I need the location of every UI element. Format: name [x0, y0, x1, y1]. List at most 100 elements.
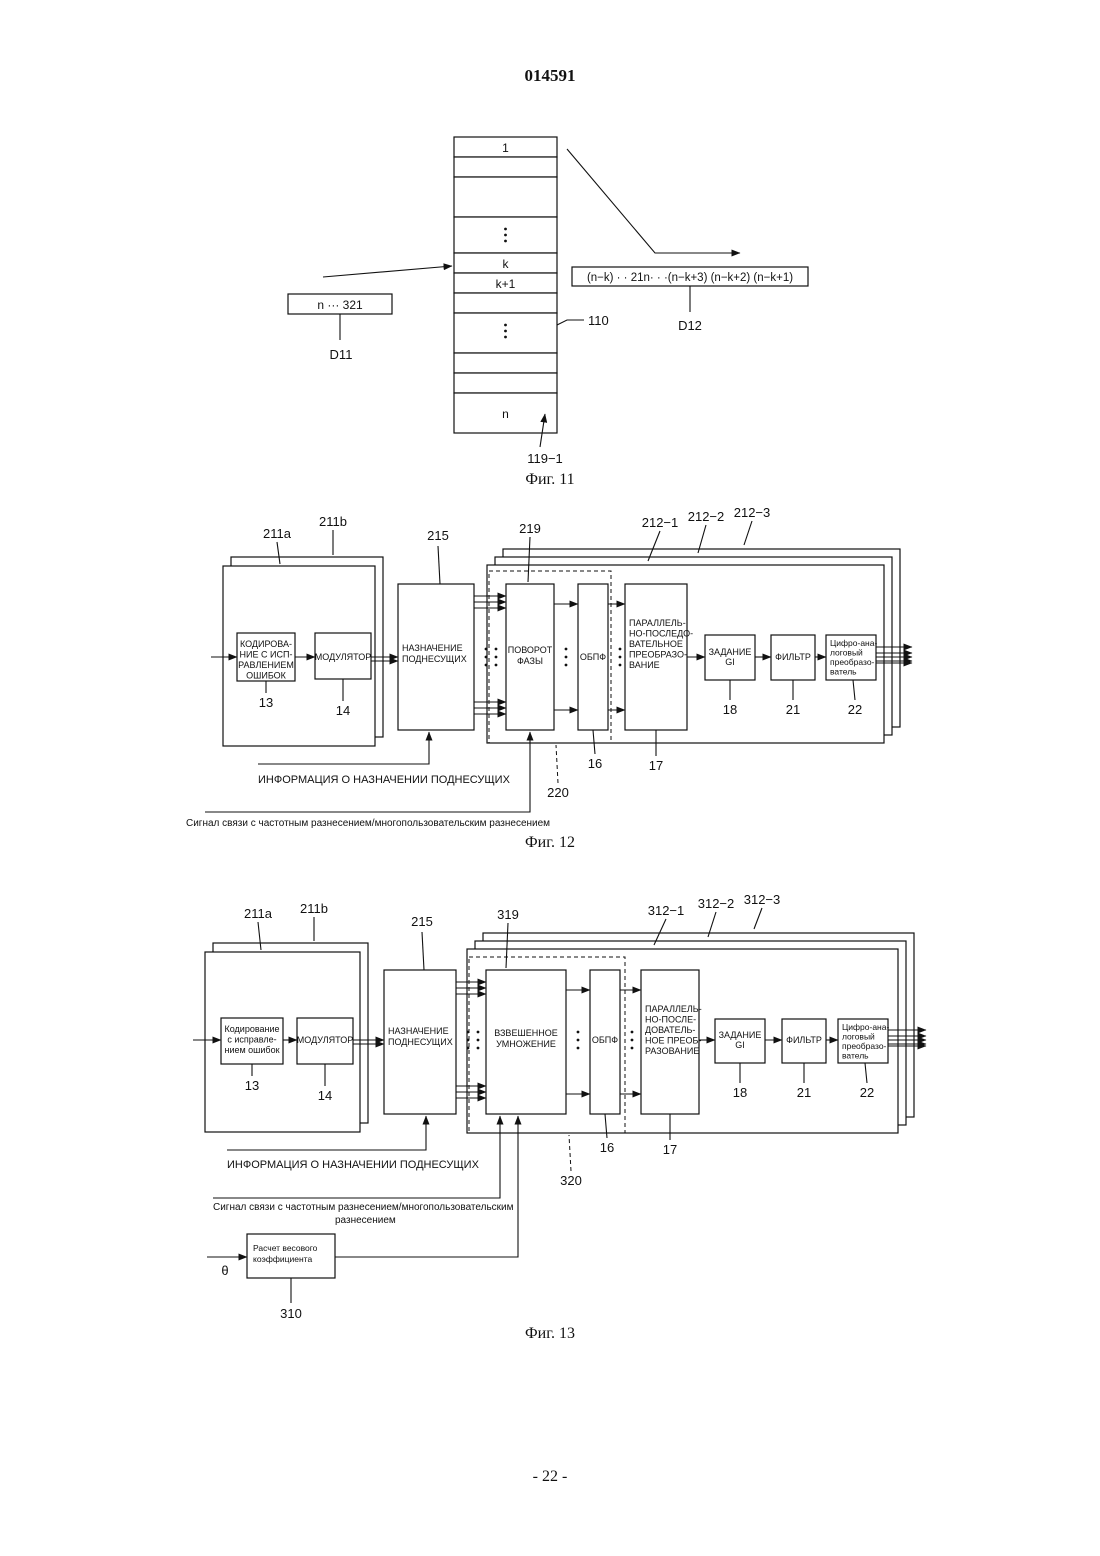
output-sequence-text: (n−k) · · 21n· · ·(n−k+3) (n−k+2) (n−k+1…	[587, 272, 793, 284]
encoder-text-line: нием ошибок	[224, 1045, 279, 1055]
dac-text-line: ватель	[830, 667, 857, 677]
parallel-ellipsis	[477, 1047, 480, 1050]
group-leader	[556, 745, 558, 783]
dac-text-line: логовый	[842, 1032, 875, 1042]
figure-13: 211a211bКодированиес исправле-нием ошибо…	[193, 892, 926, 1321]
assign-text-line: ПОДНЕСУЩИХ	[402, 654, 467, 664]
diversity-signal-text: разнесением	[335, 1215, 396, 1226]
fig13-caption: Фиг. 13	[450, 1325, 650, 1343]
ps-text-line: НО-ПОСЛЕДО-	[629, 629, 693, 639]
ref-branch-2: 312−2	[698, 896, 735, 911]
ref-22: 22	[860, 1085, 874, 1100]
fig12-caption: Фиг. 12	[450, 834, 650, 852]
ref-13: 13	[245, 1078, 259, 1093]
ps-ellipsis	[619, 648, 622, 651]
buffer-cell-label: k+1	[496, 277, 516, 291]
ps-text-line: ВАНИЕ	[629, 660, 660, 670]
buffer-ref-label: 110	[588, 313, 609, 328]
ref-18: 18	[733, 1085, 747, 1100]
ref-14: 14	[318, 1088, 332, 1103]
assign-info-text: ИНФОРМАЦИЯ О НАЗНАЧЕНИИ ПОДНЕСУЩИХ	[258, 774, 511, 786]
ref-label: 119−1	[527, 451, 563, 466]
d11-label: D11	[330, 347, 353, 362]
processing-text-line: УМНОЖЕНИЕ	[496, 1039, 556, 1049]
buffer-cell-label: n	[502, 407, 509, 421]
parallel-ellipsis	[477, 1031, 480, 1034]
fig11-caption: Фиг. 11	[450, 471, 650, 489]
ref-group: 320	[560, 1173, 582, 1188]
figure-12: 211a211bКОДИРОВА-НИЕ С ИСП-РАВЛЕНИЕМОШИБ…	[186, 505, 912, 829]
ref-branch-2: 212−2	[688, 509, 725, 524]
ref-22: 22	[848, 702, 862, 717]
ps-text-line: ДОВАТЕЛЬ-	[645, 1025, 695, 1035]
ellipsis-dot	[504, 330, 507, 333]
page-footer: - 22 -	[0, 1468, 1100, 1486]
ref-branch-1: 212−1	[642, 515, 679, 530]
ps-ellipsis	[619, 656, 622, 659]
assign-text-line: НАЗНАЧЕНИЕ	[388, 1026, 449, 1036]
input-arrow	[323, 266, 452, 277]
processing-text-line: ФАЗЫ	[517, 656, 543, 666]
diversity-signal-text: Сигнал связи с частотным разнесением/мно…	[213, 1202, 514, 1213]
ifft-text-line: ОБПФ	[580, 652, 606, 662]
ps-text-line: ВАТЕЛЬНОЕ	[629, 639, 683, 649]
dac-text-line: Цифро-ана-	[830, 638, 877, 648]
dac-text-line: ватель	[842, 1051, 869, 1061]
ifft-text-line: ОБПФ	[592, 1035, 618, 1045]
ref-215-leader	[438, 546, 440, 584]
buffer-cell-label: k	[503, 257, 510, 271]
ref-211b: 211b	[319, 514, 347, 529]
assign-info-text: ИНФОРМАЦИЯ О НАЗНАЧЕНИИ ПОДНЕСУЩИХ	[227, 1159, 480, 1171]
parallel-ellipsis	[495, 648, 498, 651]
modulator-text-line: МОДУЛЯТОР	[315, 652, 371, 662]
ref-21: 21	[786, 702, 800, 717]
parallel-ellipsis	[495, 656, 498, 659]
ellipsis-dot	[504, 240, 507, 243]
gi-text-line: GI	[725, 657, 735, 667]
ellipsis-dot	[504, 228, 507, 231]
d12-label: D12	[678, 318, 702, 333]
filter-text-line: ФИЛЬТР	[786, 1035, 822, 1045]
processing-text-line: ВЗВЕШЕННОЕ	[494, 1028, 557, 1038]
ifft-ellipsis	[565, 648, 568, 651]
parallel-ellipsis	[485, 648, 488, 651]
ref-processing: 319	[497, 907, 519, 922]
buffer-cell-label: 1	[502, 141, 509, 155]
ref-211a: 211a	[263, 526, 292, 541]
ref-14: 14	[336, 703, 350, 718]
weight-calc-text-line: Расчет весового	[253, 1243, 318, 1253]
dac-text-line: логовый	[830, 648, 863, 658]
branch-3-leader	[744, 521, 752, 545]
ref-215: 215	[411, 914, 433, 929]
parallel-ellipsis	[485, 664, 488, 667]
ps-ellipsis	[631, 1047, 634, 1050]
parallel-ellipsis	[467, 1031, 470, 1034]
ps-ellipsis	[631, 1039, 634, 1042]
ifft-ellipsis	[565, 656, 568, 659]
buffer-cell	[454, 177, 557, 217]
ref-215-leader	[422, 932, 424, 970]
ps-text-line: РАЗОВАНИЕ	[645, 1046, 699, 1056]
parallel-ellipsis	[485, 656, 488, 659]
ref-18: 18	[723, 702, 737, 717]
ref-branch-1: 312−1	[648, 903, 685, 918]
ref-211b: 211b	[300, 901, 328, 916]
ref-16: 16	[600, 1140, 614, 1155]
ref-branch-3: 312−3	[744, 892, 781, 907]
ref-215: 215	[427, 528, 449, 543]
ref-310: 310	[280, 1306, 302, 1321]
parallel-ellipsis	[467, 1047, 470, 1050]
buffer-cell	[454, 293, 557, 313]
ifft-ellipsis	[577, 1039, 580, 1042]
encoder-text-line: Кодирование	[224, 1024, 279, 1034]
buffer-cell	[454, 373, 557, 393]
ref-16: 16	[588, 756, 602, 771]
ifft-ellipsis	[577, 1031, 580, 1034]
ref-17: 17	[663, 1142, 677, 1157]
buffer-cell	[454, 313, 557, 353]
ellipsis-dot	[504, 336, 507, 339]
encoder-text-line: НИЕ С ИСП-	[240, 650, 293, 660]
encoder-text-line: ОШИБОК	[246, 671, 287, 681]
ref-group: 220	[547, 785, 569, 800]
